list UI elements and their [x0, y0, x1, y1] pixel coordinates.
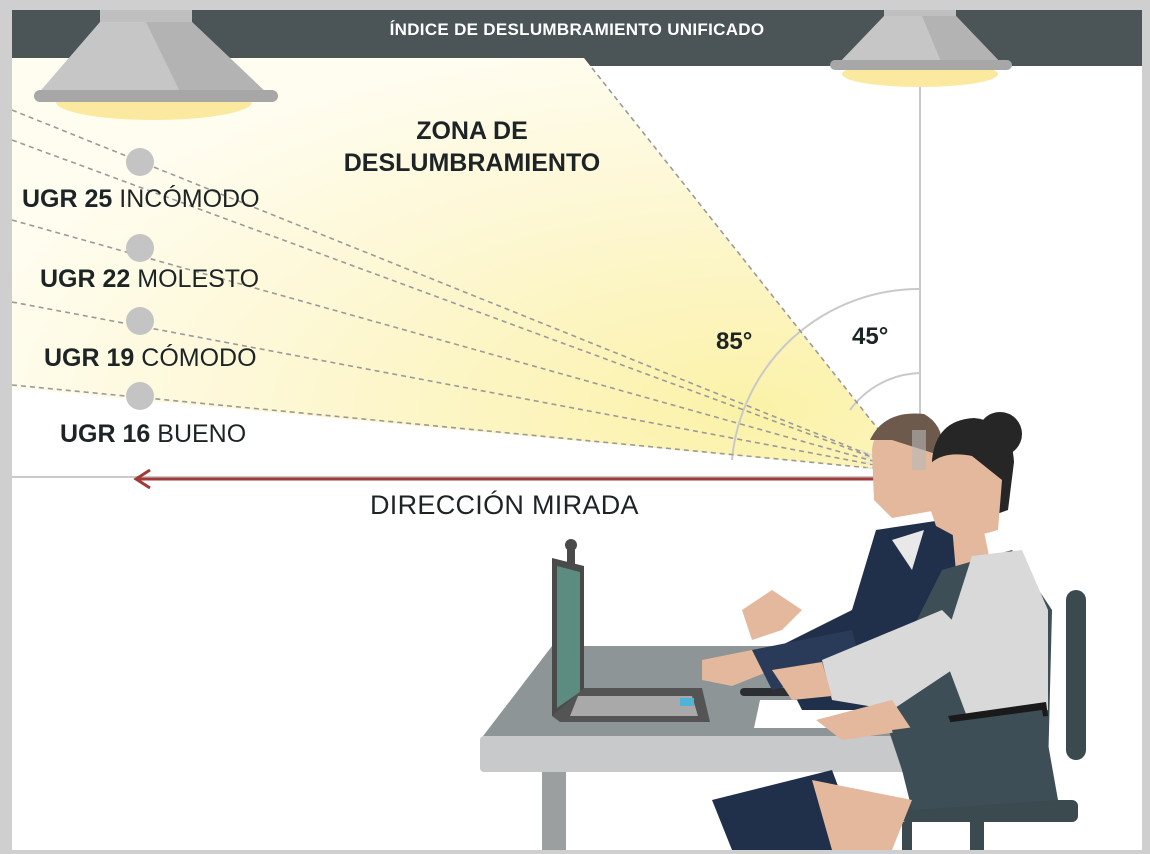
ugr-25-value: UGR 25: [22, 185, 113, 213]
arc-45: [849, 372, 921, 411]
gaze-arrow-head: [133, 468, 151, 490]
glare-zone: [12, 58, 912, 472]
ugr-16-label: UGR 16 BUENO: [60, 420, 246, 449]
sight-lines: [12, 67, 913, 473]
infographic-panel: ÍNDICE DE DESLUMBRAMIENTO UNIFICADO: [12, 10, 1142, 850]
glare-zone-label-line1: ZONA DE: [416, 117, 528, 145]
ugr-16-marker: [126, 382, 154, 410]
ugr-25-label: UGR 25 INCÓMODO: [22, 185, 260, 214]
ugr-25-description: INCÓMODO: [119, 185, 260, 213]
ugr-25-marker: [126, 148, 154, 176]
scene-drawing: [12, 10, 1086, 850]
person-woman: [772, 412, 1058, 850]
laptop: [552, 539, 710, 722]
ugr-19-description: CÓMODO: [141, 344, 257, 372]
glare-zone-label-line2: DESLUMBRAMIENTO: [343, 149, 601, 177]
arc-85: [731, 287, 921, 461]
ugr-22-description: MOLESTO: [137, 265, 260, 293]
ugr-19-value: UGR 19: [44, 344, 135, 372]
ugr-22-value: UGR 22: [40, 265, 131, 293]
gaze-direction-label: DIRECCIÓN MIRADA: [370, 490, 639, 520]
angle-45-label: 45°: [852, 323, 889, 350]
ugr-22-marker: [126, 234, 154, 262]
page-title: ÍNDICE DE DESLUMBRAMIENTO UNIFICADO: [389, 20, 765, 39]
angle-85-label: 85°: [716, 328, 753, 355]
ugr-16-value: UGR 16: [60, 420, 151, 448]
ceiling-lamp-left: [34, 10, 278, 120]
glare-zone-label: ZONA DE DESLUMBRAMIENTO: [312, 115, 632, 179]
ugr-19-label: UGR 19 CÓMODO: [44, 344, 257, 373]
ugr-19-marker: [126, 307, 154, 335]
ceiling-lamp-right: [830, 10, 1012, 87]
ugr-16-description: BUENO: [157, 420, 247, 448]
ugr-22-label: UGR 22 MOLESTO: [40, 265, 259, 294]
